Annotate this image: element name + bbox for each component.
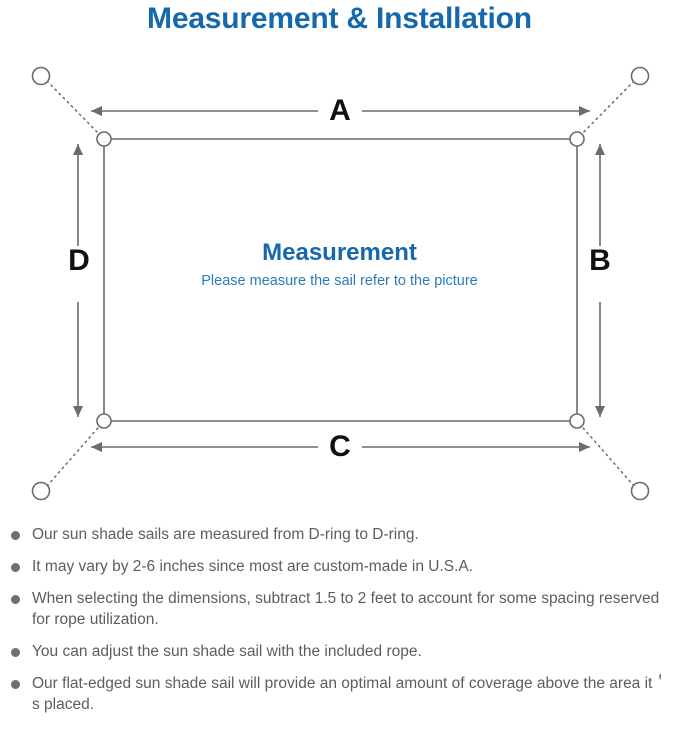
page-title: Measurement & Installation xyxy=(147,2,532,35)
d-ring-bottom-right xyxy=(569,413,585,429)
note-text: Our flat-edged sun shade sail will provi… xyxy=(32,675,668,713)
anchor-point-bottom-right xyxy=(630,481,650,501)
bullet-icon xyxy=(11,563,20,572)
bullet-icon xyxy=(11,680,20,689)
note-text: It may vary by 2-6 inches since most are… xyxy=(32,558,474,575)
rope-connector-bottom-left xyxy=(46,420,105,487)
bullet-icon xyxy=(11,595,20,604)
bullet-icon xyxy=(11,531,20,540)
dimension-label-b: B xyxy=(578,246,622,276)
note-text: When selecting the dimensions, subtract … xyxy=(32,590,660,628)
rope-connector-top-right xyxy=(576,80,635,140)
list-item: It may vary by 2-6 inches since most are… xyxy=(0,556,679,577)
list-item: You can adjust the sun shade sail with t… xyxy=(0,641,679,662)
list-item: Our sun shade sails are measured from D-… xyxy=(0,524,679,545)
diagram-svg xyxy=(31,66,650,501)
note-text: Our sun shade sails are measured from D-… xyxy=(32,526,419,543)
sail-body xyxy=(103,138,578,422)
list-item: Our flat-edged sun shade sail will provi… xyxy=(0,673,679,715)
anchor-point-bottom-left xyxy=(31,481,51,501)
bullet-icon xyxy=(11,648,20,657)
notes-list: Our sun shade sails are measured from D-… xyxy=(0,524,679,726)
anchor-point-top-left xyxy=(31,66,51,86)
d-ring-top-right xyxy=(569,131,585,147)
rope-connector-top-left xyxy=(46,80,105,140)
sun-shade-sail-measurement-diagram: A B C D Measurement Please measure the s… xyxy=(0,48,679,518)
list-item: When selecting the dimensions, subtract … xyxy=(0,588,679,630)
d-ring-top-left xyxy=(96,131,112,147)
rope-connector-bottom-right xyxy=(576,420,635,487)
dimension-label-d: D xyxy=(57,246,101,276)
note-text: You can adjust the sun shade sail with t… xyxy=(32,643,422,660)
anchor-point-top-right xyxy=(630,66,650,86)
dimension-label-c: C xyxy=(318,432,362,462)
d-ring-bottom-left xyxy=(96,413,112,429)
dimension-label-a: A xyxy=(318,96,362,126)
